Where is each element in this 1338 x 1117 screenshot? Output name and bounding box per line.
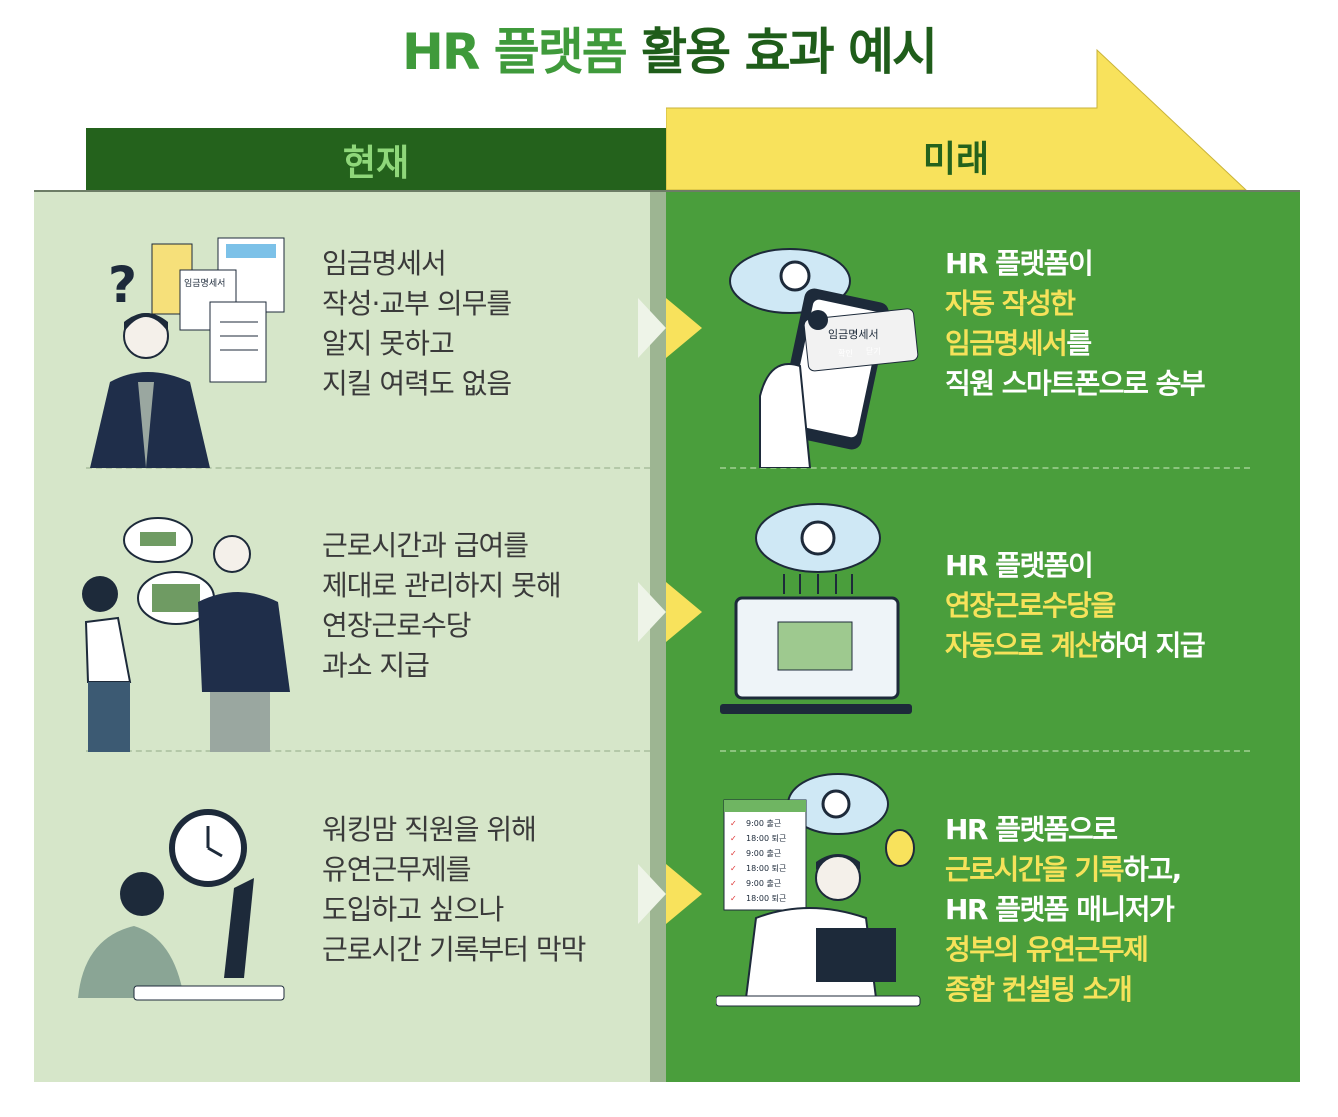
working-mom-illustration	[78, 809, 285, 1001]
current-text-line: 임금명세서	[322, 247, 447, 280]
money-stack-icon	[777, 621, 853, 671]
chevron-right-icon	[638, 298, 702, 358]
current-text-line: 작성·교부 의무를	[322, 287, 512, 320]
future-text-line: 연장근로수당을	[945, 586, 1204, 626]
check-icon: ✓	[730, 819, 737, 828]
arguing-people-illustration	[82, 517, 290, 752]
header-future: 미래	[666, 126, 1246, 186]
future-arrow-shape	[666, 48, 1248, 191]
plain-text: HR 플랫폼이	[945, 247, 1094, 280]
current-text-line: 지킬 여력도 없음	[322, 367, 512, 400]
highlighted-text: 자동으로 계산	[945, 629, 1100, 662]
check-icon: ✓	[730, 849, 737, 858]
timesheet-entry: 18:00 퇴근	[746, 834, 786, 843]
timesheet-entry: 18:00 퇴근	[746, 864, 786, 873]
monitor-icon	[816, 928, 896, 982]
current-text-line: 도입하고 싶으나	[322, 893, 504, 926]
row-divider	[720, 750, 1250, 752]
current-text-line: 연장근로수당	[322, 609, 472, 642]
future-text-line: 직원 스마트폰으로 송부	[945, 364, 1206, 404]
hand-icon	[759, 363, 812, 468]
highlighted-text: 정부의 유연근무제	[945, 933, 1149, 966]
hr-manager-illustration: ✓ 9:00 출근 ✓ 18:00 퇴근 ✓ 9:00 출근 ✓ 18:00 퇴근 ✓ 9:00 …	[716, 773, 921, 1007]
future-text-line: 자동으로 계산하여 지급	[945, 626, 1206, 666]
check-icon	[808, 310, 828, 330]
current-text-line: 유연근무제를	[322, 853, 472, 886]
phone-payslip-illustration: 임금명세서 확인 닫기	[729, 248, 919, 468]
future-text-line: HR 플랫폼으로	[945, 810, 1181, 850]
plain-text: 직원 스마트폰으로 송부	[945, 367, 1206, 400]
current-text-line: 과소 지급	[322, 649, 430, 682]
highlighted-text: 근로시간을 기록	[945, 853, 1125, 886]
laptop-payroll-illustration	[720, 503, 912, 714]
check-icon: ✓	[730, 879, 737, 888]
plain-text: HR 플랫폼으로	[945, 813, 1118, 846]
doc-label: 임금명세서	[184, 277, 225, 289]
chevron-right-icon	[638, 582, 702, 642]
monitor-icon	[224, 878, 254, 978]
title-highlight: HR 플랫폼	[401, 23, 628, 81]
timesheet-entry: 9:00 출근	[746, 848, 781, 858]
future-text-line: HR 플랫폼이	[945, 546, 1204, 586]
highlighted-text: 종합 컨설팅 소개	[945, 973, 1133, 1006]
future-text-line: 자동 작성한	[945, 284, 1204, 324]
panel-divider	[650, 192, 666, 1082]
check-icon: ✓	[730, 834, 737, 843]
header-future-label: 미래	[922, 139, 990, 180]
timesheet-entry: 9:00 출근	[746, 818, 781, 828]
highlighted-text: 임금명세서	[945, 327, 1068, 360]
check-icon: ✓	[730, 894, 737, 903]
row-divider	[720, 467, 1250, 469]
current-text-line: 알지 못하고	[322, 327, 455, 360]
plain-text: HR 플랫폼이	[945, 549, 1094, 582]
headset-person	[120, 872, 164, 916]
gear-icon	[800, 520, 836, 556]
header-current: 현재	[86, 128, 666, 191]
plain-text: HR 플랫폼 매니저가	[945, 893, 1175, 926]
gear-icon	[779, 260, 811, 292]
future-text-line: HR 플랫폼 매니저가	[945, 890, 1181, 930]
plain-text: 를	[1066, 327, 1092, 360]
current-text-line: 근로시간과 급여를	[322, 529, 529, 562]
row-divider	[86, 467, 650, 469]
future-text-line: 임금명세서를	[945, 324, 1204, 364]
confused-employer-illustration: ? 임금명세서	[90, 237, 285, 468]
chevron-right-icon	[638, 864, 702, 924]
future-text-line: 종합 컨설팅 소개	[945, 970, 1181, 1010]
question-mark-icon: ?	[108, 256, 137, 314]
plain-text: 하여 지급	[1098, 629, 1206, 662]
ok-label: 확인	[838, 348, 853, 358]
future-text-line: 근로시간을 기록하고,	[945, 850, 1182, 890]
gear-icon	[821, 789, 851, 819]
lightbulb-icon	[885, 829, 915, 867]
phone-doc-label: 임금명세서	[828, 328, 879, 341]
header-baseline	[34, 190, 1300, 192]
highlighted-text: 연장근로수당을	[945, 589, 1116, 622]
timesheet-entry: 18:00 퇴근	[746, 894, 786, 903]
plain-text: 하고,	[1123, 853, 1182, 886]
close-label: 닫기	[866, 346, 881, 356]
future-text-line: HR 플랫폼이	[945, 244, 1204, 284]
title-rest: 활용 효과 예시	[641, 23, 938, 81]
highlighted-text: 자동 작성한	[945, 287, 1076, 320]
current-text-line: 제대로 관리하지 못해	[322, 569, 562, 602]
check-icon: ✓	[730, 864, 737, 873]
row-divider	[86, 750, 650, 752]
current-text-line: 워킹맘 직원을 위해	[322, 813, 537, 846]
future-text-line: 정부의 유연근무제	[945, 930, 1181, 970]
page-title: HR 플랫폼 활용 효과 예시	[0, 12, 1338, 84]
header-current-label: 현재	[342, 142, 410, 184]
timesheet-entry: 9:00 출근	[746, 878, 781, 888]
current-text-line: 근로시간 기록부터 막막	[322, 933, 586, 966]
